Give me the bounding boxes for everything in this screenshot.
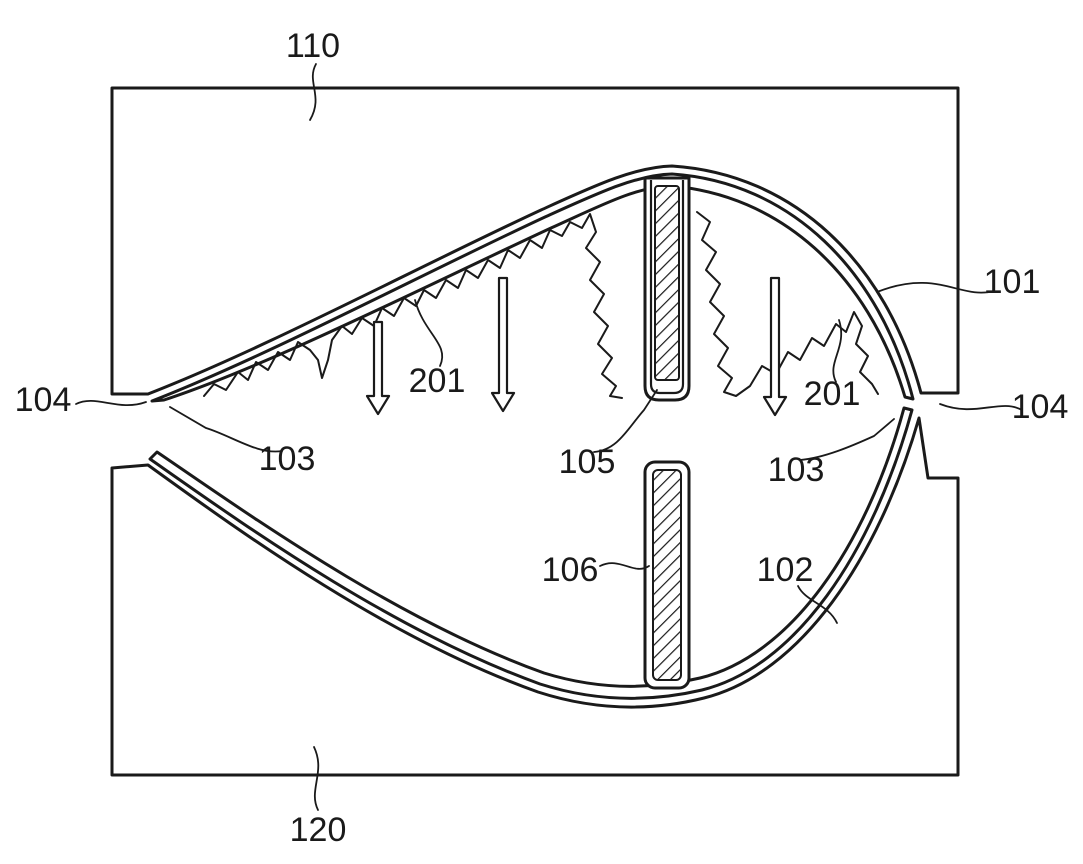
label-joint-right: 103 bbox=[768, 451, 825, 489]
upper-shell bbox=[150, 172, 915, 403]
label-edge-left: 104 bbox=[15, 381, 72, 419]
leader-105 bbox=[593, 389, 658, 453]
upper-web-inner bbox=[649, 180, 685, 395]
leader-106 bbox=[599, 562, 650, 570]
down-arrow-icon-left bbox=[365, 320, 391, 416]
upper-web bbox=[643, 176, 691, 402]
down-arrow-icon-middle bbox=[490, 276, 516, 413]
leader-201-left bbox=[414, 299, 444, 367]
label-layup-right: 201 bbox=[804, 375, 861, 413]
label-lower-shell: 102 bbox=[757, 551, 814, 589]
lower-web-core-hatched bbox=[652, 469, 682, 681]
down-arrow-icon-right bbox=[762, 276, 788, 417]
label-bottom-mold: 120 bbox=[290, 811, 347, 849]
top-mold-block bbox=[110, 86, 960, 396]
leader-103-right bbox=[799, 418, 895, 461]
leader-110 bbox=[309, 63, 317, 121]
label-layup-left: 201 bbox=[409, 362, 466, 400]
label-edge-right: 104 bbox=[1012, 388, 1069, 426]
leader-104-right bbox=[939, 403, 1023, 411]
lower-web bbox=[643, 460, 691, 690]
leader-101 bbox=[876, 282, 995, 294]
leader-103-left bbox=[169, 406, 283, 453]
leader-102 bbox=[797, 585, 838, 624]
bottom-mold-block bbox=[110, 416, 960, 777]
lower-shell bbox=[148, 406, 914, 700]
label-upper-shell: 101 bbox=[984, 263, 1041, 301]
label-lower-web: 106 bbox=[542, 551, 599, 589]
upper-web-core-hatched bbox=[654, 185, 680, 381]
leader-201-right bbox=[832, 319, 842, 383]
label-top-mold: 110 bbox=[286, 27, 340, 65]
label-joint-left: 103 bbox=[259, 440, 316, 478]
layup-curtain-right bbox=[696, 211, 879, 397]
leader-120 bbox=[313, 746, 320, 811]
layup-curtain-left bbox=[203, 213, 623, 399]
label-upper-web: 105 bbox=[559, 443, 616, 481]
leader-104-left bbox=[75, 399, 147, 407]
